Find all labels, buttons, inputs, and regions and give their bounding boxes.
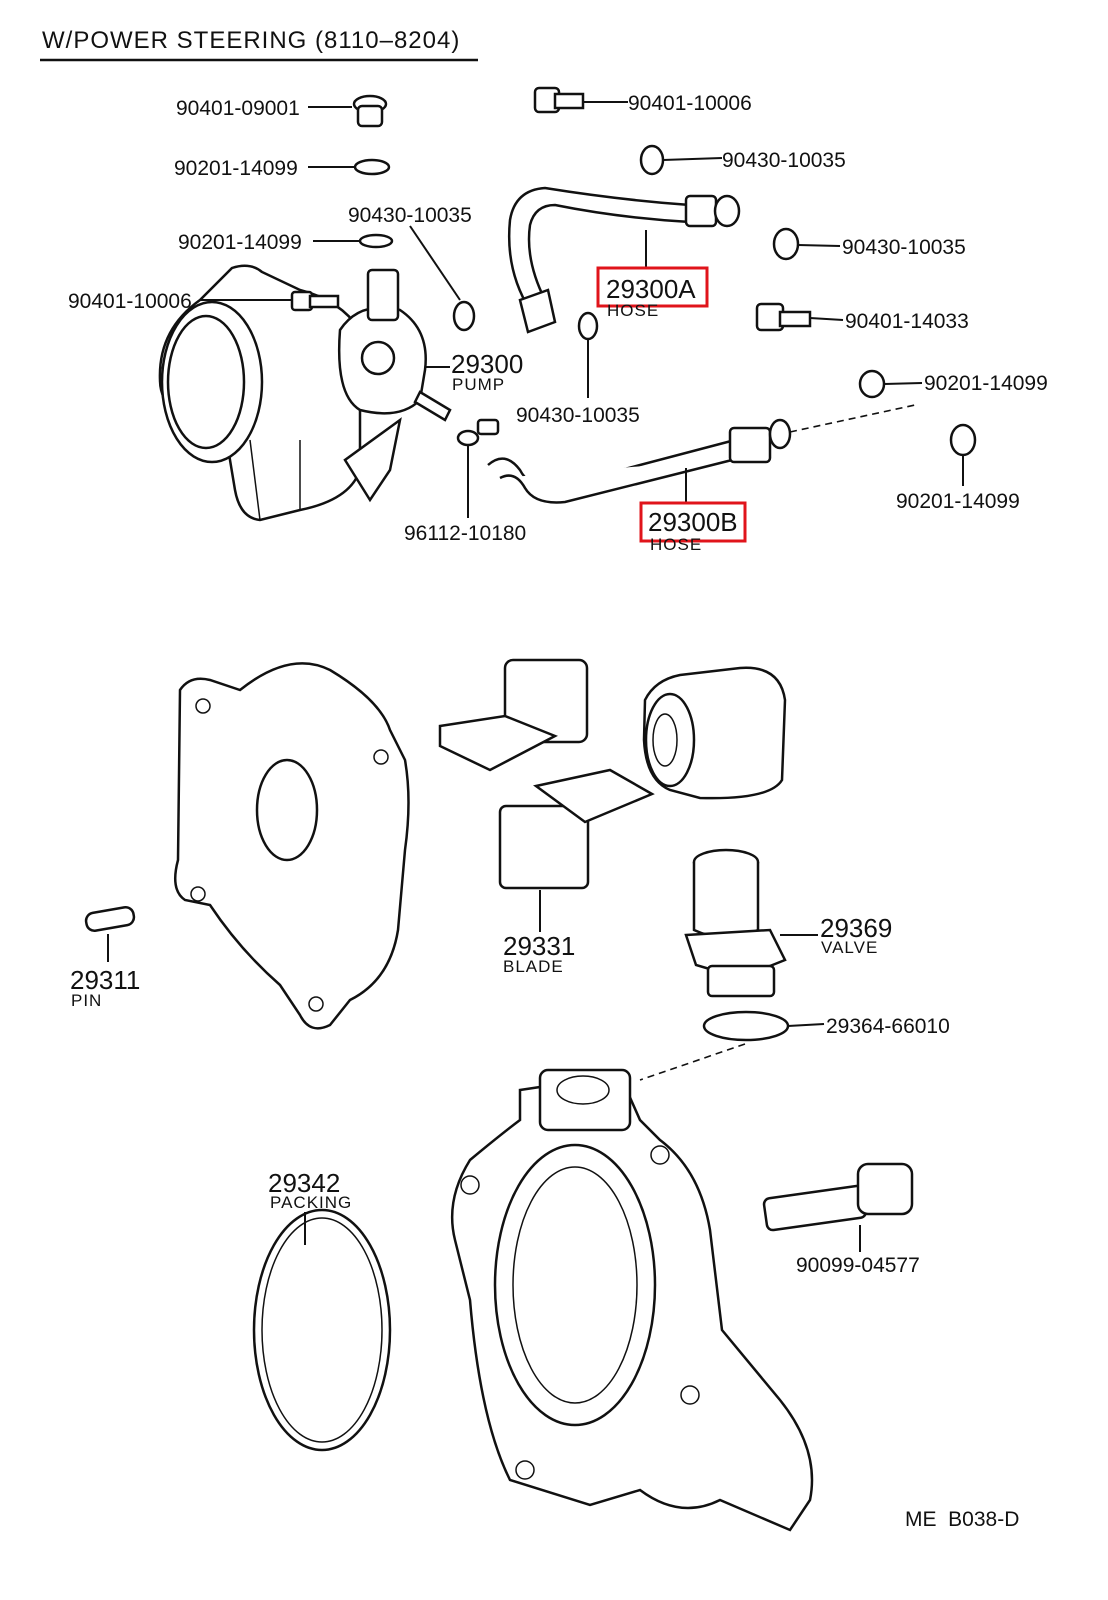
washer-90430-10035-b xyxy=(577,311,599,341)
footer-code: ME B038-D xyxy=(905,1508,1019,1531)
label-90201-14099-a: 90201-14099 xyxy=(174,157,298,180)
hose-29300b-part xyxy=(487,418,792,504)
part-number-labels: 90401-09001 90201-14099 90430-10035 9020… xyxy=(68,92,1048,1277)
packing-ring-29342 xyxy=(252,1208,392,1452)
assembly-line-lower xyxy=(639,1043,746,1081)
callout-pin-29311: 29311 PIN xyxy=(70,965,140,1010)
callout-valve-number: 29369 xyxy=(820,913,892,943)
callout-pump-29300: 29300 PUMP xyxy=(451,349,523,394)
gasket-29364-66010 xyxy=(702,1010,790,1042)
callout-hose-29300b[interactable]: 29300B HOSE xyxy=(639,501,747,554)
label-29364-66010: 29364-66010 xyxy=(826,1015,950,1038)
label-90201-14099-c: 90201-14099 xyxy=(924,372,1048,395)
label-90430-10035-a: 90430-10035 xyxy=(348,204,472,227)
bolt-90401-10006-right xyxy=(533,86,585,114)
blade-parts-29331 xyxy=(438,658,655,932)
callout-packing-29342: 29342 PACKING xyxy=(268,1168,352,1212)
cover-plate xyxy=(173,662,410,1030)
leader-gasket xyxy=(787,1023,825,1027)
washer-90430-10035-a xyxy=(452,300,476,332)
pin-29311 xyxy=(84,905,136,962)
label-96112-10180: 96112-10180 xyxy=(404,522,526,545)
plug-90401-09001 xyxy=(352,94,388,128)
callout-packing-name: PACKING xyxy=(270,1193,352,1212)
callout-valve-29369: 29369 VALVE xyxy=(820,913,892,957)
label-90201-14099-b: 90201-14099 xyxy=(178,231,302,254)
callout-hose-a-name: HOSE xyxy=(607,301,659,320)
callout-blade-number: 29331 xyxy=(503,931,575,961)
bolt-90401-14033 xyxy=(755,302,812,332)
assembly-line-right xyxy=(789,404,916,433)
label-90201-14099-d: 90201-14099 xyxy=(896,490,1020,513)
callout-pump-number: 29300 xyxy=(451,349,523,379)
alternator-housing xyxy=(158,264,402,522)
washer-90430-10035-c xyxy=(639,144,665,176)
leader-lines-upper xyxy=(200,101,964,518)
label-90401-09001: 90401-09001 xyxy=(176,97,300,120)
label-90430-10035-b: 90430-10035 xyxy=(722,149,846,172)
label-90401-10006-a: 90401-10006 xyxy=(68,290,192,313)
washer-90201-14099-d xyxy=(949,423,977,457)
diagram-title: W/POWER STEERING (8110–8204) xyxy=(42,27,460,54)
washer-90430-10035-d xyxy=(772,227,800,261)
label-90401-10006-b: 90401-10006 xyxy=(628,92,752,115)
callout-hose-b-name: HOSE xyxy=(650,535,702,554)
callout-hose-29300a[interactable]: 29300A HOSE xyxy=(596,266,709,320)
callout-pin-number: 29311 xyxy=(70,965,140,995)
callout-pump-name: PUMP xyxy=(452,375,505,394)
clip-96112-10180 xyxy=(456,418,500,447)
bolt-90099-04577 xyxy=(762,1162,914,1252)
pump-housing xyxy=(450,1068,814,1532)
callout-blade-name: BLADE xyxy=(503,957,564,976)
label-90401-14033: 90401-14033 xyxy=(845,310,969,333)
label-90430-10035-d: 90430-10035 xyxy=(516,404,640,427)
hose-29300a-part xyxy=(507,186,741,334)
callout-hose-b-number: 29300B xyxy=(648,507,738,537)
valve-29369 xyxy=(684,848,818,998)
callout-packing-number: 29342 xyxy=(268,1168,340,1198)
callout-hose-a-number: 29300A xyxy=(606,274,696,304)
pump-body xyxy=(337,268,452,422)
highlight-box-hose-a xyxy=(596,266,709,308)
callout-blade-29331: 29331 BLADE xyxy=(503,931,575,976)
packing-ring-inner xyxy=(261,1217,383,1443)
callout-valve-name: VALVE xyxy=(821,938,878,957)
washer-90201-14099-a xyxy=(353,158,391,176)
bolt-90401-10006-left xyxy=(290,290,340,312)
label-90099-04577: 90099-04577 xyxy=(796,1254,920,1277)
washer-90201-14099-c xyxy=(858,369,886,399)
washer-90201-14099-b xyxy=(358,233,394,249)
highlight-box-hose-b xyxy=(639,501,747,543)
rotor xyxy=(642,666,787,800)
callout-pin-name: PIN xyxy=(71,991,102,1010)
label-90430-10035-c: 90430-10035 xyxy=(842,236,966,259)
